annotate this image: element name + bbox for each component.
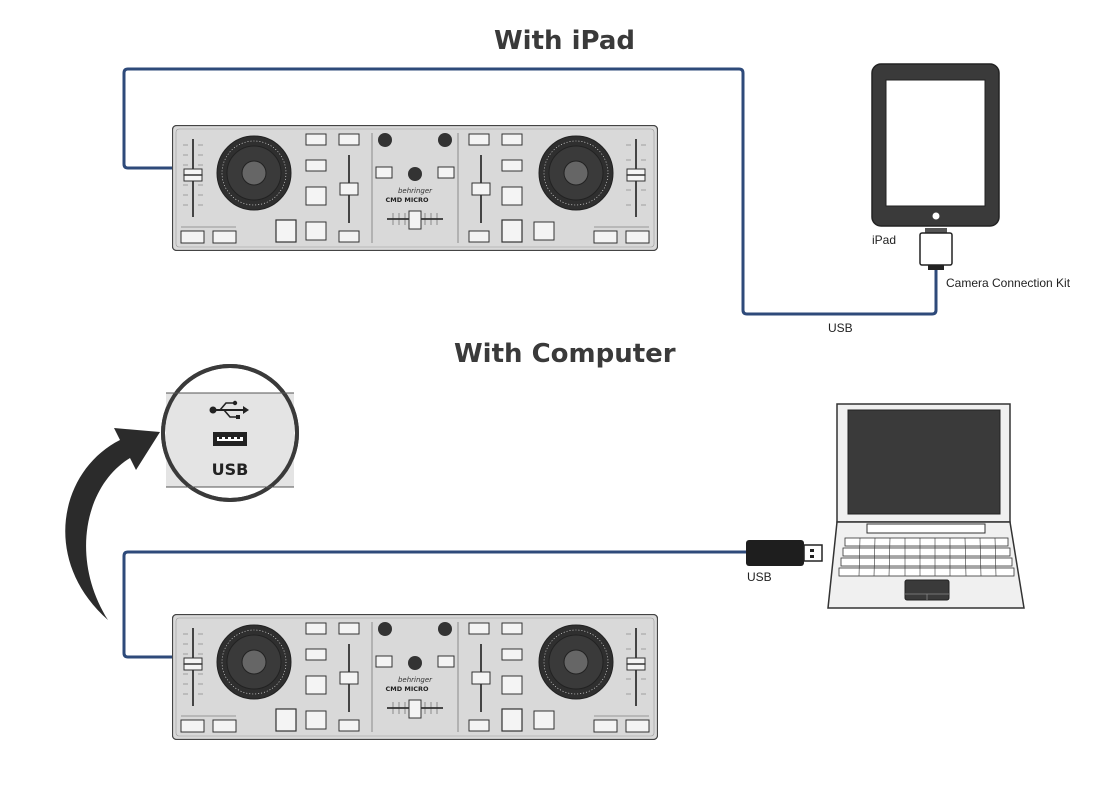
ipad-device xyxy=(871,63,1000,233)
usb-cable-ipad xyxy=(122,67,938,316)
camera-connection-kit xyxy=(919,232,953,270)
heading-with-computer: With Computer xyxy=(454,339,676,369)
usb-label-bottom: USB xyxy=(747,570,772,584)
dj-controller-top xyxy=(172,125,658,251)
usb-cable-computer xyxy=(122,550,748,661)
usb-port-callout: USB xyxy=(161,364,299,502)
camera-connection-kit-label: Camera Connection Kit xyxy=(946,276,1071,290)
usb-label-top: USB xyxy=(828,321,853,335)
laptop-device xyxy=(827,403,1025,609)
usb-stick-icon xyxy=(746,540,823,566)
usb-callout-text: USB xyxy=(212,460,249,479)
heading-with-ipad: With iPad xyxy=(494,26,636,56)
usb-trident-icon xyxy=(209,400,249,419)
dj-controller-bottom xyxy=(172,614,658,740)
curved-arrow-icon xyxy=(65,428,160,620)
ipad-label: iPad xyxy=(872,233,897,247)
usb-port-icon xyxy=(213,432,247,446)
